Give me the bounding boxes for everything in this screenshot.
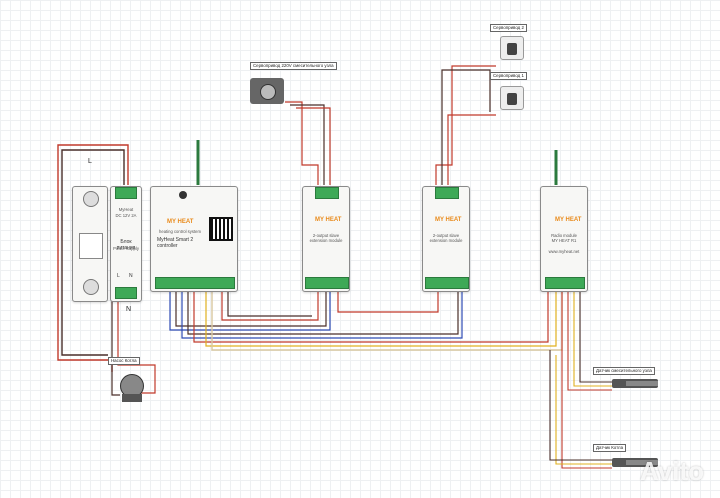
controller-qr-code (209, 217, 233, 241)
servo-220-label: Сервопривод 220V смесительного узла (250, 62, 337, 70)
servo-1-body (500, 86, 524, 110)
psu-output-terminal (115, 287, 137, 299)
sensor-mix-label: Датчик смесительного узла (593, 367, 655, 375)
relay2-top-terminal (435, 187, 459, 199)
breaker-top-screw (83, 191, 99, 207)
controller-tagline: heating control system (159, 229, 201, 234)
wire-bus-red-3 (337, 290, 439, 313)
servo-2-head (507, 43, 517, 55)
breaker-bottom-screw (83, 279, 99, 295)
myheat-smart2-controller: MY HEAT heating control system MyHeat Sm… (150, 186, 238, 292)
relay2-logo: MY HEAT (435, 217, 462, 223)
psu-phase-N: N (126, 306, 132, 313)
wire-servo220-N (290, 104, 325, 185)
wire-servo-L (435, 65, 496, 185)
psu-title: Блок питания (116, 239, 136, 251)
controller-button[interactable] (179, 191, 187, 199)
psu-subtitle: Power Supply (113, 246, 139, 251)
sensor-boiler-label: Датчик Котла (593, 444, 627, 452)
psu-phase-L: L (88, 158, 92, 165)
radio-name: Radio module (551, 233, 577, 238)
pump-base (122, 394, 142, 402)
wire-sensor2-c (549, 350, 612, 461)
controller-logo: MY HEAT (167, 219, 194, 225)
servo-1-label: Сервопривод 1 (490, 72, 527, 80)
controller-sub: controller (157, 243, 178, 249)
wire-bus-red (193, 290, 549, 343)
wire-bus-dark-3 (227, 290, 312, 317)
relay-module-1: MY HEAT 2-output slave extension module (302, 186, 350, 292)
servo-2-label: Сервопривод 2 (490, 24, 527, 32)
radio-sub: MY HEAT R1 (551, 238, 577, 243)
avito-watermark: Avito (640, 456, 705, 486)
wire-servo220-L (285, 101, 319, 185)
relay-module-2: MY HEAT 2-output slave extension module (422, 186, 470, 292)
relay2-sub: extension module (429, 238, 463, 243)
relay1-top-terminal (315, 187, 339, 199)
relay2-bottom-terminal (425, 277, 469, 289)
servo-220-body (250, 78, 284, 104)
power-supply-breaker (72, 186, 108, 302)
wire-psu-N (61, 149, 125, 356)
psu-terminal-L: L (117, 273, 120, 279)
wire-servo-N (441, 69, 491, 185)
wire-servo220-3 (296, 107, 331, 185)
breaker-toggle[interactable] (79, 233, 103, 259)
wire-bus-blue-2 (181, 290, 463, 339)
servo-1-head (507, 93, 517, 105)
wire-pump-L (117, 298, 156, 394)
psu-brand: MyHeat (118, 207, 134, 212)
wire-bus-dark-1 (175, 290, 327, 327)
radio-site: www.myheat.net (548, 249, 580, 254)
pump-label: Насос Котла (108, 357, 140, 365)
controller-terminal-strip (155, 277, 235, 289)
relay2-name: 2-output slave (432, 233, 460, 238)
wire-sensor2-a (561, 290, 612, 469)
psu-input-terminal (115, 187, 137, 199)
psu-terminal-N: N (129, 273, 133, 279)
controller-name: MyHeat Smart 2 (157, 237, 194, 243)
relay1-logo: MY HEAT (315, 217, 342, 223)
wire-sensor2-b (555, 355, 612, 465)
wire-sensor1-a (567, 290, 612, 391)
relay1-name: 2-output slave (312, 233, 340, 238)
psu-model: DC 12V 2A (115, 213, 137, 218)
wire-pump-N (111, 298, 120, 396)
pump-body (120, 374, 144, 404)
radio-bottom-terminal (545, 277, 585, 289)
radio-logo: MY HEAT (555, 217, 582, 223)
relay1-sub: extension module (309, 238, 343, 243)
servo-2-body (500, 36, 524, 60)
wire-sensor1-c (579, 290, 612, 383)
relay1-bottom-terminal (305, 277, 349, 289)
wire-bus-yellow-1 (205, 290, 557, 347)
wire-bus-blue-1 (169, 290, 331, 331)
wire-servo-3 (447, 114, 496, 185)
radio-module: MY HEAT Radio module MY HEAT R1 www.myhe… (540, 186, 588, 292)
power-supply-unit: MyHeat DC 12V 2A Блок питания Power Supp… (110, 186, 142, 302)
servo-220-knob (260, 84, 276, 100)
wire-sensor1-b (573, 290, 612, 387)
wire-bus-dark-2 (187, 290, 459, 335)
wire-bus-red-2 (221, 290, 319, 321)
